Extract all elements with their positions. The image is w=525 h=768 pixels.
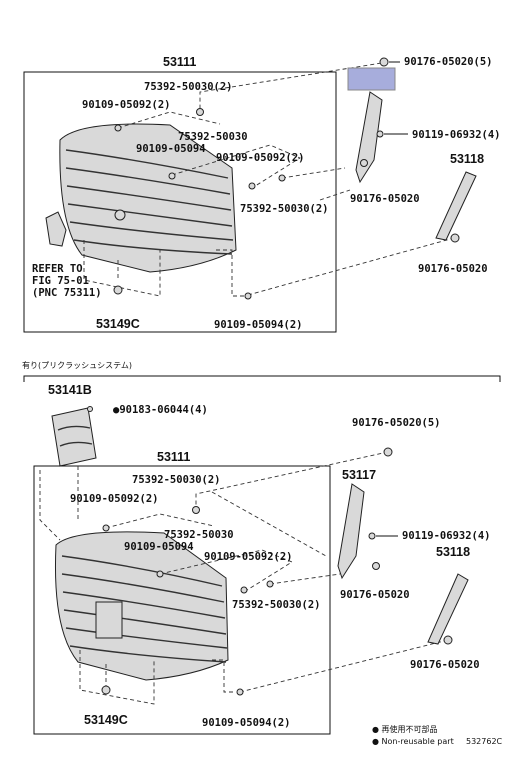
bottom-label-1: 75392-50030(2) xyxy=(132,474,221,486)
top-label-1: 75392-50030(2) xyxy=(144,81,233,93)
top-highlight-box xyxy=(347,67,396,91)
legend-line-1: ● 再使用不可部品 xyxy=(372,724,438,734)
bottom-grille-illustration xyxy=(55,531,229,681)
bottom-title: 53111 xyxy=(157,450,190,464)
bottom-right-label-6: 90176-05020 xyxy=(410,659,480,671)
section-bracket xyxy=(23,375,501,382)
bottom-right-label-2: 53117 xyxy=(342,468,376,482)
top-bracket-53118 xyxy=(435,171,477,241)
top-label-3: 75392-50030 xyxy=(178,131,248,143)
top-right-label-5: 90176-05020 xyxy=(418,263,488,275)
bottom-right-label-4: 90176-05020 xyxy=(340,589,410,601)
top-label-8: 90109-05094(2) xyxy=(214,319,303,331)
bottom-label-4: 90109-05094 xyxy=(124,541,194,553)
top-grille-box xyxy=(23,71,337,333)
bottom-label-3: 75392-50030 xyxy=(164,529,234,541)
top-label-5: 90109-05092(2) xyxy=(216,152,305,164)
bottom-label-6: 75392-50030(2) xyxy=(232,599,321,611)
top-refer-line-1: REFER TO xyxy=(32,263,83,275)
top-refer-line-2: FIG 75-01 xyxy=(32,275,89,287)
top-right-label-2: 90119-06932(4) xyxy=(412,129,501,141)
top-label-4: 90109-05094 xyxy=(136,143,206,155)
bottom-label-2: 90109-05092(2) xyxy=(70,493,159,505)
bottom-right-label-1: 90176-05020(5) xyxy=(352,417,441,429)
bottom-label-7: 53149C xyxy=(84,713,128,727)
top-label-7: 53149C xyxy=(96,317,140,331)
bottom-bracket-53118 xyxy=(427,573,469,645)
top-title: 53111 xyxy=(163,55,196,69)
bottom-right-label-3: 90119-06932(4) xyxy=(402,530,491,542)
bottom-sensor-cover xyxy=(51,407,97,467)
top-bracket-53117 xyxy=(355,91,383,184)
section-note: 有り(プリクラッシュシステム) xyxy=(22,360,132,370)
top-fasteners xyxy=(113,108,286,300)
top-side-clip xyxy=(45,211,67,247)
bottom-part-b-screw: ●90183-06044(4) xyxy=(113,404,208,416)
bottom-fasteners xyxy=(101,506,274,696)
bottom-part-b: 53141B xyxy=(48,383,92,397)
bottom-right-label-5: 53118 xyxy=(436,545,470,559)
bottom-bracket-53117 xyxy=(337,483,365,580)
top-label-6: 75392-50030(2) xyxy=(240,203,329,215)
top-refer-line-3: (PNC 75311) xyxy=(32,287,102,299)
top-right-label-3: 53118 xyxy=(450,152,484,166)
diagram-code: 532762C xyxy=(466,737,503,746)
top-right-label-1: 90176-05020(5) xyxy=(404,56,493,68)
legend-line-2: ● Non-reusable part xyxy=(372,737,454,746)
top-right-label-4: 90176-05020 xyxy=(350,193,420,205)
top-grille-illustration xyxy=(59,123,237,273)
bottom-label-8: 90109-05094(2) xyxy=(202,717,291,729)
bottom-label-5: 90109-05092(2) xyxy=(204,551,293,563)
top-label-2: 90109-05092(2) xyxy=(82,99,171,111)
bottom-grille-box xyxy=(33,465,331,735)
